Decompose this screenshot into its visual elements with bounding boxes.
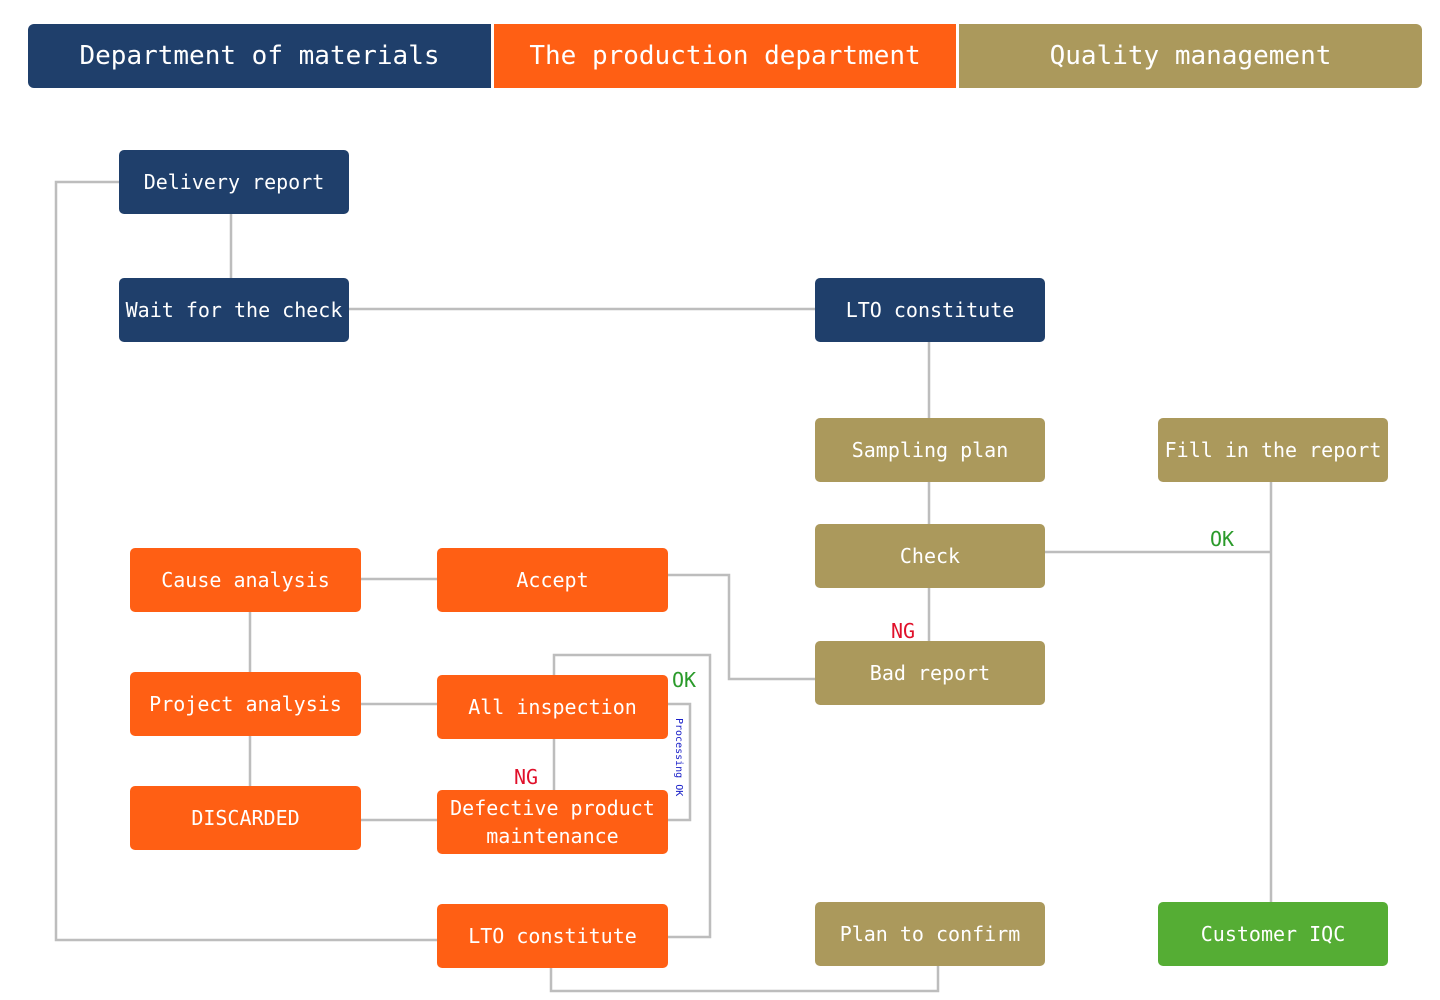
label-processing-ok: Processing OK: [673, 718, 684, 797]
connector-lto-plan: [549, 966, 940, 993]
connector-delivery-lto-bottom: [54, 180, 437, 942]
node-defective-maintenance: Defective product maintenance: [437, 790, 668, 854]
node-check: Check: [815, 524, 1045, 588]
node-project-analysis: Project analysis: [130, 672, 361, 736]
node-sampling-plan: Sampling plan: [815, 418, 1045, 482]
node-customer-iqc: Customer IQC: [1158, 902, 1388, 966]
node-discarded: DISCARDED: [130, 786, 361, 850]
node-lto-constitute-top: LTO constitute: [815, 278, 1045, 342]
connector-bad-accept: [668, 573, 815, 681]
node-fill-report: Fill in the report: [1158, 418, 1388, 482]
node-delivery-report: Delivery report: [119, 150, 349, 214]
header-materials: Department of materials: [28, 24, 491, 88]
node-all-inspection: All inspection: [437, 675, 668, 739]
node-accept: Accept: [437, 548, 668, 612]
connector-processing-ok: [668, 702, 692, 822]
node-wait-for-check: Wait for the check: [119, 278, 349, 342]
node-bad-report: Bad report: [815, 641, 1045, 705]
label-ok-inspection: OK: [672, 668, 697, 692]
node-plan-to-confirm: Plan to confirm: [815, 902, 1045, 966]
label-ng-inspection: NG: [514, 765, 539, 789]
label-ng-check: NG: [891, 619, 916, 643]
connector-inspection-lto-bottom: [552, 653, 712, 939]
header-production: The production department: [494, 24, 956, 88]
node-lto-constitute-bottom: LTO constitute: [437, 904, 668, 968]
node-cause-analysis: Cause analysis: [130, 548, 361, 612]
header-quality: Quality management: [959, 24, 1422, 88]
label-ok-check: OK: [1210, 527, 1235, 551]
